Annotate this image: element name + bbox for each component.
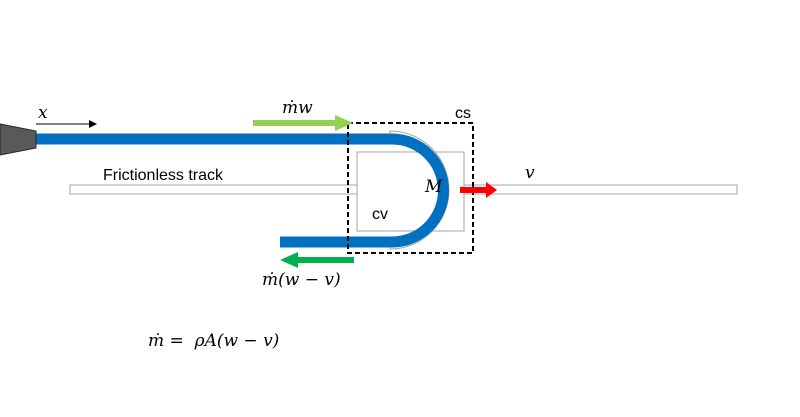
x-label: x	[38, 103, 48, 123]
control-surface-label: cs	[455, 105, 471, 122]
velocity-label: v	[525, 163, 535, 183]
incoming-flux-label: ṁw	[282, 98, 313, 118]
outgoing-flux-arrow	[280, 252, 354, 268]
incoming-flux-arrow	[253, 115, 353, 131]
nozzle	[0, 123, 37, 156]
control-volume-label: cv	[372, 206, 388, 223]
mass-label: M	[424, 177, 443, 197]
control-surface-boundary	[347, 122, 474, 254]
water-jet	[36, 133, 449, 248]
track-label: Frictionless track	[103, 167, 224, 184]
outgoing-flux-label: ṁ(w − v)	[262, 270, 341, 290]
mass-flow-equation: ṁ = ρA(w − v)	[148, 331, 279, 351]
velocity-arrow	[460, 182, 497, 198]
